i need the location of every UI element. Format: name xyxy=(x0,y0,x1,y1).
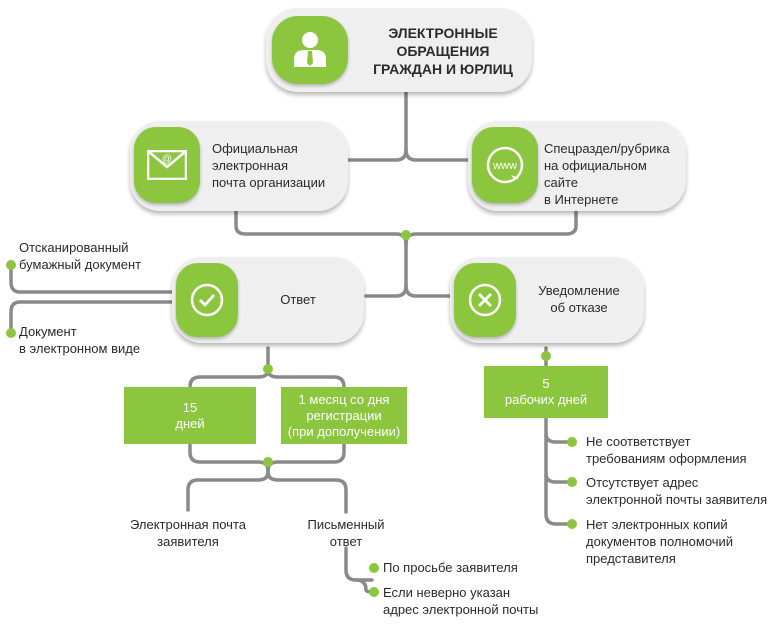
deadline-1-month: 1 месяц со дня регистрации (при дополуче… xyxy=(281,387,407,444)
website-channel-label: Спецраздел/рубрика на официальном сайте … xyxy=(544,141,670,207)
answer-icon-tile xyxy=(176,263,238,337)
globe-www-icon: www xyxy=(486,146,524,184)
junction-dot xyxy=(567,477,577,487)
junction-dot xyxy=(541,351,551,361)
website-channel-node: www Спецраздел/рубрика на официальном са… xyxy=(468,121,686,211)
main-title: ЭЛЕКТРОННЫЕ ОБРАЩЕНИЯ ГРАЖДАН И ЮРЛИЦ xyxy=(373,25,513,77)
email-icon-tile: @ xyxy=(134,127,200,203)
answer-label: Ответ xyxy=(280,292,316,307)
svg-text:www: www xyxy=(492,160,517,172)
checkmark-icon xyxy=(190,283,224,317)
deadline-5-working-days: 5 рабочих дней xyxy=(484,366,608,418)
junction-dot xyxy=(369,587,379,597)
junction-dot xyxy=(263,364,273,374)
written-reason-request: По просьбе заявителя xyxy=(383,560,518,575)
junction-dot xyxy=(6,260,16,270)
refusal-reason-no-email: Отсутствует адрес электронной почты заяв… xyxy=(586,475,768,507)
website-icon-tile: www xyxy=(472,127,538,203)
deadline-15-days: 15 дней xyxy=(124,387,256,444)
envelope-icon: @ xyxy=(147,150,187,180)
cross-icon xyxy=(468,283,502,317)
user-icon xyxy=(294,32,326,67)
refusal-reason-format: Не соответствует требованиям оформления xyxy=(586,434,747,466)
delivery-written: Письменный ответ xyxy=(307,517,385,549)
written-reason-wrong-email: Если неверно указан адрес электронной по… xyxy=(383,585,539,617)
refusal-label: Уведомление об отказе xyxy=(538,283,620,315)
refusal-reason-no-copies: Нет электронных копий документов полномо… xyxy=(586,517,734,566)
main-node: ЭЛЕКТРОННЫЕ ОБРАЩЕНИЯ ГРАЖДАН И ЮРЛИЦ xyxy=(266,8,532,92)
junction-dot xyxy=(369,563,379,573)
main-icon-tile xyxy=(272,16,348,84)
email-channel-label: Официальная электронная почта организаци… xyxy=(212,141,326,190)
format-electronic-doc: Документ в электронном виде xyxy=(19,324,141,356)
junction-dot xyxy=(567,519,577,529)
answer-node: Ответ xyxy=(172,257,364,343)
delivery-email: Электронная почта заявителя xyxy=(129,517,246,549)
email-channel-node: @ Официальная электронная почта организа… xyxy=(130,121,348,211)
format-scanned-paper: Отсканированный бумажный документ xyxy=(19,240,142,272)
junction-dot xyxy=(6,328,16,338)
junction-dot xyxy=(401,230,411,240)
junction-dot xyxy=(263,457,273,467)
junction-dot xyxy=(567,437,577,447)
refusal-icon-tile xyxy=(454,263,516,337)
svg-text:@: @ xyxy=(162,154,172,165)
refusal-node: Уведомление об отказе xyxy=(450,257,644,343)
